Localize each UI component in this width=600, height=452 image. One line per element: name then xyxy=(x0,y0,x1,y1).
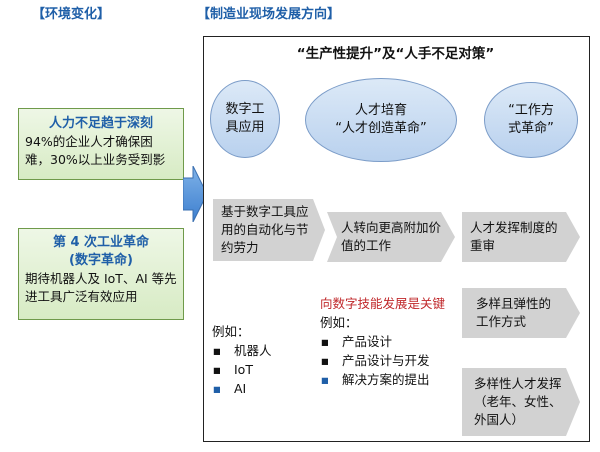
examples-label: 例如： xyxy=(212,324,250,339)
bullet-icon: ▪ xyxy=(320,372,330,387)
bullet-icon: ▪ xyxy=(212,343,222,358)
ellipse-digital-tools: 数字工具应用 xyxy=(210,80,280,158)
list-item: ▪ 解决方案的提出 xyxy=(320,370,445,389)
example-ai: AI xyxy=(234,381,247,396)
example-iot: IoT xyxy=(234,362,253,377)
list-item: ▪ AI xyxy=(212,379,272,398)
panel-title: “生产性提升”及“人手不足对策” xyxy=(296,46,495,62)
chevron-talent-system: 人才发挥制度的重审 xyxy=(462,212,580,262)
example-product-design: 产品设计 xyxy=(342,334,393,349)
header-direction: 【制造业现场发展方向】 xyxy=(197,7,341,22)
chevron-higher-value-text: 人转向更高附加价值的工作 xyxy=(341,220,442,253)
examples-label: 例如： xyxy=(320,315,358,330)
ellipse-work-style: “工作方式革命” xyxy=(484,82,578,158)
ellipse-digital-tools-label: 数字工具应用 xyxy=(225,102,265,135)
examples-digital-skills: 向数字技能发展是关键 例如： ▪ 产品设计 ▪ 产品设计与开发 ▪ 解决方案的提出 xyxy=(320,294,445,389)
bullet-icon: ▪ xyxy=(320,353,330,368)
env-body-labor: 94%的企业人才确保困难，30%以上业务受到影 xyxy=(25,134,166,167)
env-title-revolution: 第 4 次工业革命 xyxy=(52,235,150,250)
ellipse-talent-label: 人才培育 xyxy=(354,103,407,118)
env-box-industrial-revolution: 第 4 次工业革命 (数字革命) 期待机器人及 IoT、AI 等先进工具广泛有效… xyxy=(18,228,184,320)
env-subtitle-revolution: (数字革命) xyxy=(69,253,133,268)
example-robot: 机器人 xyxy=(234,343,272,358)
examples-digital-tools: 例如： ▪ 机器人 ▪ IoT ▪ AI xyxy=(212,322,272,398)
ellipse-talent-sublabel: “人才创造革命” xyxy=(335,121,427,136)
ellipse-talent-development: 人才培育 “人才创造革命” xyxy=(305,78,457,162)
list-item: ▪ 产品设计与开发 xyxy=(320,351,445,370)
chevron-flexible-work: 多样且弹性的工作方式 xyxy=(462,288,580,338)
big-arrow-right xyxy=(183,166,207,222)
chevron-automation: 基于数字工具应用的自动化与节约劳力 xyxy=(213,199,325,261)
chevron-diverse-talent: 多样性人才发挥（老年、女性、外国人） xyxy=(462,368,580,436)
header-environment: 【环境变化】 xyxy=(32,7,111,22)
chevron-automation-text: 基于数字工具应用的自动化与节约劳力 xyxy=(221,204,309,255)
env-title-labor: 人力不足趋于深刻 xyxy=(48,116,153,131)
chevron-talent-system-text: 人才发挥制度的重审 xyxy=(470,220,558,253)
ellipse-work-style-label: “工作方式革命” xyxy=(508,103,554,136)
list-item: ▪ 产品设计 xyxy=(320,332,445,351)
list-item: ▪ 机器人 xyxy=(212,341,272,360)
chevron-diverse-talent-text: 多样性人才发挥（老年、女性、外国人） xyxy=(474,376,562,427)
env-body-revolution: 期待机器人及 IoT、AI 等先进工具广泛有效应用 xyxy=(25,271,177,304)
example-design-dev: 产品设计与开发 xyxy=(342,353,430,368)
env-box-labor-shortage: 人力不足趋于深刻 94%的企业人才确保困难，30%以上业务受到影 xyxy=(18,108,184,180)
example-solutions: 解决方案的提出 xyxy=(342,372,430,387)
digital-skill-highlight: 向数字技能发展是关键 xyxy=(320,296,446,311)
bullet-icon: ▪ xyxy=(212,381,222,396)
chevron-higher-value-work: 人转向更高附加价值的工作 xyxy=(327,212,455,262)
chevron-flexible-work-text: 多样且弹性的工作方式 xyxy=(476,296,552,329)
list-item: ▪ IoT xyxy=(212,360,272,379)
bullet-icon: ▪ xyxy=(320,334,330,349)
bullet-icon: ▪ xyxy=(212,362,222,377)
